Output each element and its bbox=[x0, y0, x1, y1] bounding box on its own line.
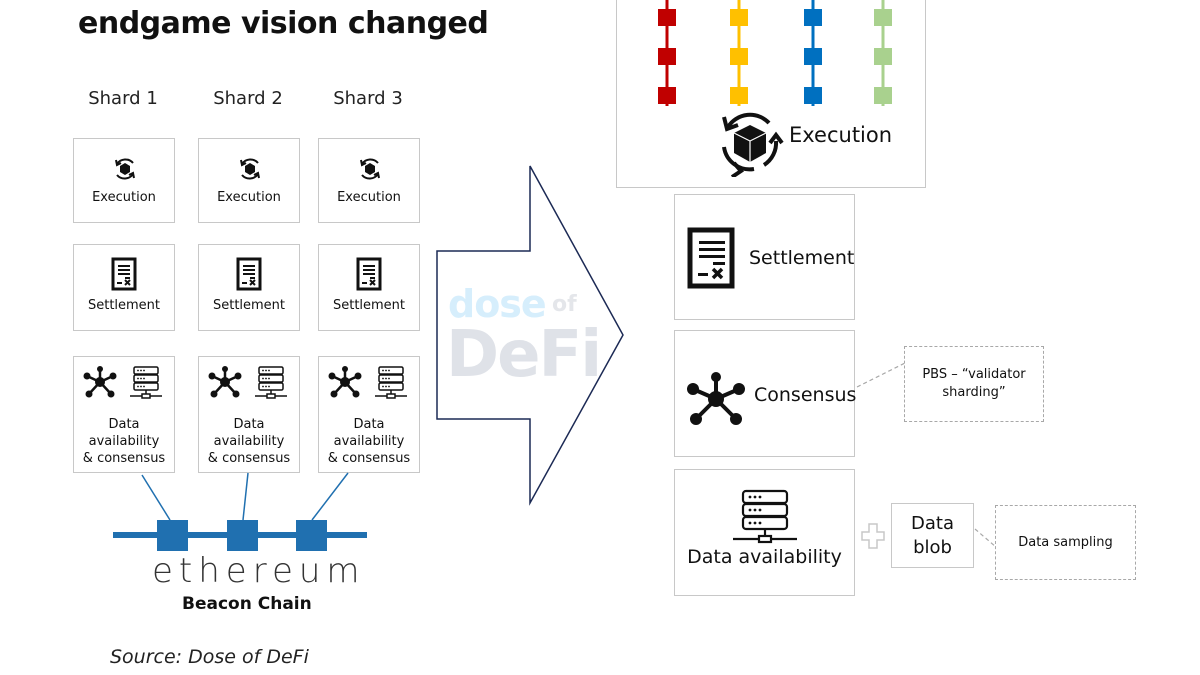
shard-link-line bbox=[141, 474, 171, 521]
settlement-label: Settlement bbox=[749, 247, 855, 269]
consensus-network-icon bbox=[83, 366, 117, 398]
da-label-line1: Data bbox=[108, 417, 140, 432]
rollup-execution-box: Execution bbox=[616, 0, 926, 188]
pbs-note-box: PBS – “validator sharding” bbox=[904, 346, 1044, 422]
shard-da-consensus-box: Data availability & consensus bbox=[73, 356, 175, 473]
execution-icon bbox=[240, 158, 260, 180]
beacon-chain-graphic bbox=[113, 472, 367, 551]
rollup-block bbox=[874, 48, 892, 65]
da-label-line3: & consensus bbox=[207, 451, 291, 466]
rollup-chain bbox=[658, 0, 676, 106]
shard-da-consensus-box: Data availability & consensus bbox=[318, 356, 420, 473]
settlement-document-icon bbox=[356, 257, 382, 291]
consensus-label: Consensus bbox=[754, 384, 857, 406]
settlement-label: Settlement bbox=[212, 298, 286, 313]
shard-label: Shard 3 bbox=[333, 88, 403, 109]
data-blob-box: Data blob bbox=[891, 503, 974, 568]
chain-block bbox=[157, 520, 188, 551]
server-icon bbox=[130, 366, 162, 399]
execution-label: Execution bbox=[92, 190, 156, 205]
shard-settlement-box: Settlement bbox=[318, 244, 420, 331]
data-sampling-label: Data sampling bbox=[1018, 535, 1113, 550]
consensus-box: Consensus bbox=[674, 330, 857, 457]
rollup-block bbox=[874, 9, 892, 26]
server-icon bbox=[255, 366, 287, 399]
chain-block bbox=[227, 520, 258, 551]
chain-block bbox=[296, 520, 327, 551]
rollup-block bbox=[804, 87, 822, 104]
da-label-line2: availability bbox=[88, 434, 160, 449]
data-sampling-note-box: Data sampling bbox=[995, 505, 1136, 580]
shard-execution-box: Execution bbox=[73, 138, 175, 223]
watermark-defi: DeFi bbox=[446, 318, 602, 392]
rollup-block bbox=[730, 48, 748, 65]
da-label-line3: & consensus bbox=[82, 451, 166, 466]
data-blob-line1: Data bbox=[911, 513, 954, 534]
consensus-network-icon bbox=[687, 372, 745, 425]
connector-line bbox=[856, 362, 906, 388]
server-icon bbox=[733, 489, 797, 544]
data-blob-line2: blob bbox=[913, 537, 952, 558]
consensus-network-icon bbox=[328, 366, 362, 398]
rollup-block bbox=[730, 9, 748, 26]
shard-settlement-box: Settlement bbox=[198, 244, 300, 331]
settlement-document-icon bbox=[687, 227, 735, 289]
rollup-chain bbox=[804, 0, 822, 106]
ethereum-wordmark: ethereum bbox=[152, 551, 366, 591]
source-caption: Source: Dose of DeFi bbox=[110, 646, 309, 668]
data-availability-label: Data availability bbox=[687, 546, 842, 568]
plus-icon bbox=[861, 523, 885, 549]
execution-icon bbox=[360, 158, 380, 180]
settlement-document-icon bbox=[111, 257, 137, 291]
consensus-network-icon bbox=[208, 366, 242, 398]
execution-icon bbox=[115, 158, 135, 180]
data-availability-box: Data availability bbox=[674, 469, 855, 596]
connector-line bbox=[974, 528, 997, 548]
shard-link-line bbox=[242, 472, 249, 521]
da-label-line1: Data bbox=[233, 417, 265, 432]
diagram-title: endgame vision changed bbox=[78, 6, 489, 41]
shard-label: Shard 2 bbox=[213, 88, 283, 109]
rollup-block bbox=[658, 48, 676, 65]
server-icon bbox=[375, 366, 407, 399]
settlement-label: Settlement bbox=[87, 298, 161, 313]
da-label-line1: Data bbox=[353, 417, 385, 432]
settlement-document-icon bbox=[236, 257, 262, 291]
shard-da-consensus-box: Data availability & consensus bbox=[198, 356, 300, 473]
rollup-block bbox=[658, 87, 676, 104]
settlement-label: Settlement bbox=[332, 298, 406, 313]
pbs-note-line1: PBS – “validator bbox=[922, 367, 1026, 382]
pbs-note-line2: sharding” bbox=[942, 385, 1006, 400]
settlement-box: Settlement bbox=[674, 194, 855, 320]
rollup-chains-graphic bbox=[658, 0, 892, 106]
execution-label: Execution bbox=[337, 190, 401, 205]
shard-execution-box: Execution bbox=[318, 138, 420, 223]
shard-settlement-box: Settlement bbox=[73, 244, 175, 331]
shard-link-line bbox=[311, 472, 349, 521]
watermark-of: of bbox=[552, 292, 577, 317]
rollup-chain bbox=[730, 0, 748, 106]
execution-icon bbox=[722, 112, 784, 177]
rollup-chain bbox=[874, 0, 892, 106]
da-label-line2: availability bbox=[213, 434, 285, 449]
da-label-line3: & consensus bbox=[327, 451, 411, 466]
shard-execution-box: Execution bbox=[198, 138, 300, 223]
rollup-block bbox=[730, 87, 748, 104]
da-label-line2: availability bbox=[333, 434, 405, 449]
rollup-block bbox=[804, 9, 822, 26]
transition-arrow-icon bbox=[436, 165, 624, 506]
rollup-block bbox=[658, 9, 676, 26]
shard-label: Shard 1 bbox=[88, 88, 158, 109]
rollup-block bbox=[874, 87, 892, 104]
rollup-block bbox=[804, 48, 822, 65]
execution-label: Execution bbox=[217, 190, 281, 205]
watermark-dose: dose bbox=[448, 282, 547, 326]
beacon-chain-label: Beacon Chain bbox=[182, 594, 312, 614]
execution-label: Execution bbox=[789, 123, 893, 147]
